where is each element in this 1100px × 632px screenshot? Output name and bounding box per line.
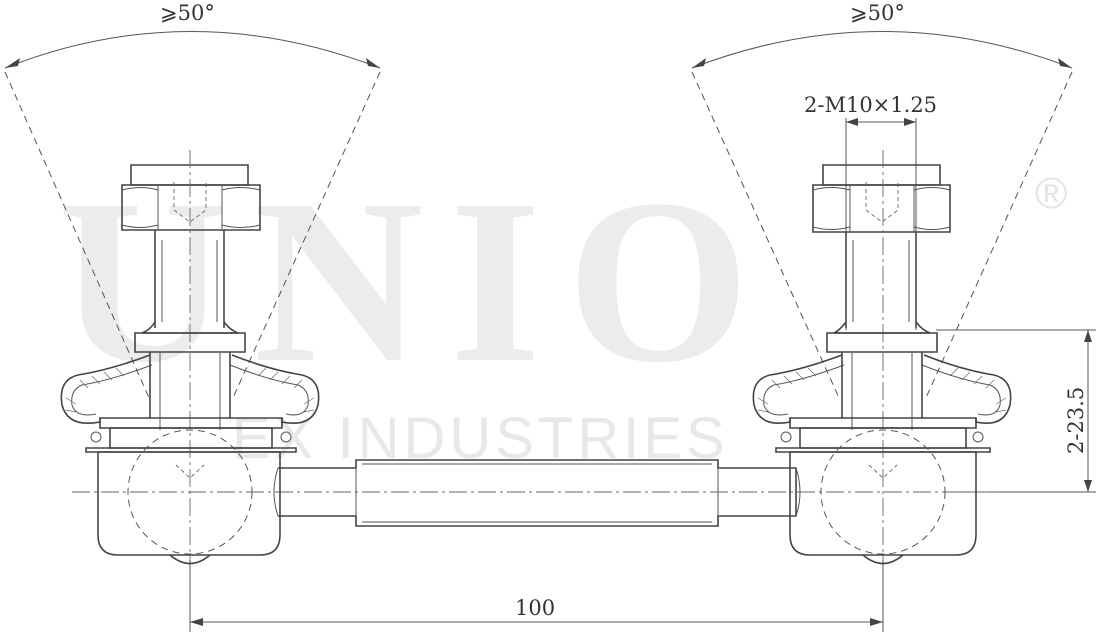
housing-left (85, 417, 297, 565)
ball-joint-left (60, 150, 320, 565)
stud-left (134, 150, 246, 560)
dust-boot-left (60, 352, 320, 443)
center-distance-label: 100 (515, 596, 555, 620)
angle-dimension-left: ⩾50° (4, 1, 381, 401)
angle-dimension-right: ⩾50° (691, 1, 1073, 401)
connecting-rod (273, 459, 801, 527)
center-distance-dimension: 100 (189, 560, 884, 632)
watermark-registered: ® (1035, 169, 1067, 218)
watermark-tagline: EX INDUSTRIES (232, 406, 729, 471)
height-dimension: 2-23.5 (936, 329, 1096, 493)
thread-dimension: 2-M10×1.25 (804, 93, 937, 330)
stud-right (826, 150, 938, 560)
hex-nut-left (121, 164, 261, 231)
watermark: UNIO ® EX INDUSTRIES (58, 151, 1067, 471)
watermark-brand: UNIO (58, 151, 776, 411)
ball-joint-right (752, 150, 1012, 565)
height-label: 2-23.5 (1064, 387, 1088, 454)
angle-label-left: ⩾50° (160, 1, 215, 25)
thread-label: 2-M10×1.25 (804, 93, 937, 117)
angle-label-right: ⩾50° (850, 1, 905, 25)
hex-nut-right (812, 164, 951, 233)
housing-right (775, 417, 991, 565)
dust-boot-right (752, 352, 1012, 443)
